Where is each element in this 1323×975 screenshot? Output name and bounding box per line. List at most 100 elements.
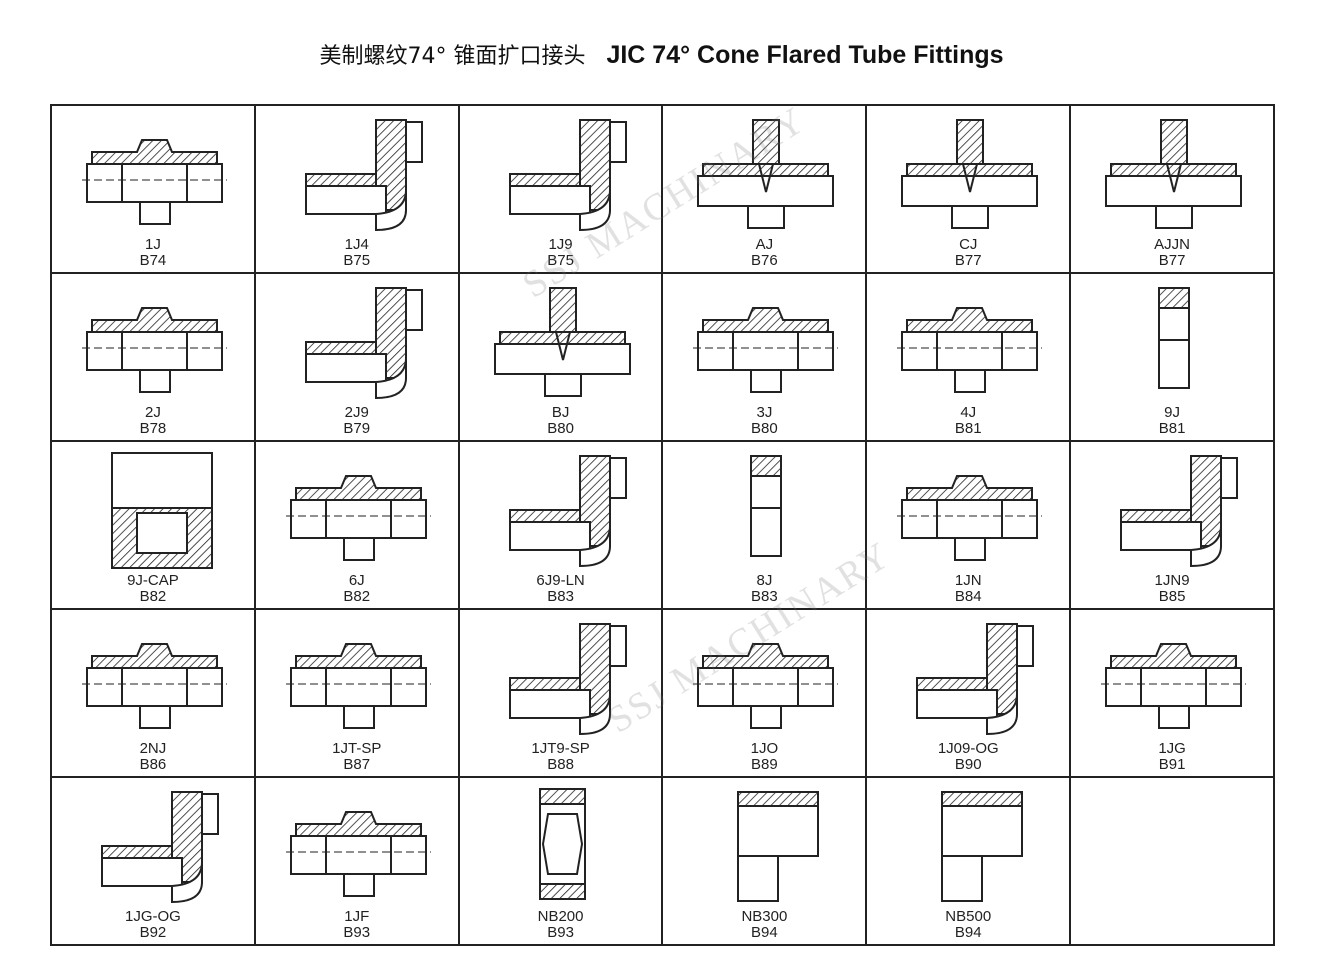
- fitting-code: AJJN: [1154, 236, 1190, 253]
- nut-icon: [538, 788, 586, 900]
- fitting-code: 9J: [1164, 404, 1180, 421]
- fitting-page: B83: [751, 588, 778, 605]
- fitting-code: NB300: [741, 908, 788, 925]
- fitting-code: 2NJ: [139, 740, 167, 757]
- fitting-page: B90: [954, 756, 982, 773]
- fitting-code: 6J9-LN: [536, 572, 585, 589]
- fitting-page: B80: [751, 420, 778, 437]
- fitting-page: B93: [547, 924, 574, 941]
- fitting-page: B74: [139, 252, 167, 269]
- fitting-page: B92: [139, 924, 167, 941]
- straight-union-icon: [285, 811, 431, 897]
- fitting-page: B77: [1158, 252, 1186, 269]
- elbow-90-icon: [508, 623, 627, 736]
- fitting-code: 2J9: [344, 404, 369, 421]
- fitting-page: B77: [954, 252, 982, 269]
- fitting-page: B82: [343, 588, 371, 605]
- fitting-page: B82: [139, 588, 167, 605]
- long-straight-icon: [285, 475, 431, 561]
- bulkhead-icon: [897, 307, 1043, 393]
- fitting-code: CJ: [959, 236, 978, 253]
- fitting-page: B84: [954, 588, 982, 605]
- elbow-90-icon: [1120, 455, 1239, 568]
- fitting-page: B94: [954, 924, 982, 941]
- fitting-code: BJ: [551, 404, 570, 421]
- fitting-page: B76: [751, 252, 778, 269]
- fitting-page: B78: [139, 420, 167, 437]
- straight-union-icon: [285, 643, 431, 729]
- double-swivel-icon: [693, 307, 839, 393]
- fitting-code: 1JG-OG: [124, 908, 181, 925]
- fitting-code: 1JF: [344, 908, 370, 925]
- tee-icon: [697, 119, 835, 229]
- sleeve-flat-icon: [941, 791, 1024, 902]
- elbow-90-oring-icon: [916, 623, 1035, 736]
- fitting-code: 8J: [756, 572, 773, 589]
- fitting-cell: [1071, 778, 1275, 946]
- fitting-page: B87: [343, 756, 371, 773]
- fitting-code: 1JT-SP: [332, 740, 382, 757]
- fitting-code: 1JN9: [1154, 572, 1190, 589]
- fitting-page: B83: [547, 588, 574, 605]
- title-chinese: 美制螺纹74° 锥面扩口接头: [319, 44, 586, 69]
- tee-icon: [1105, 119, 1243, 229]
- fitting-page: B85: [1158, 588, 1186, 605]
- fitting-code: 9J-CAP: [127, 572, 179, 589]
- straight-swivel-icon: [82, 307, 227, 393]
- elbow-45-icon: [304, 119, 423, 232]
- elbow-90-icon: [508, 119, 627, 232]
- fitting-page: B79: [343, 420, 371, 437]
- fitting-code: 1J4: [344, 236, 369, 253]
- tee-swivel-branch-icon: [493, 287, 631, 397]
- fitting-code: 2J: [144, 404, 161, 421]
- straight-oring-icon: [693, 643, 839, 729]
- fitting-code: AJ: [755, 236, 774, 253]
- straight-bsp-icon: [1101, 643, 1247, 729]
- fitting-code: NB200: [537, 908, 584, 925]
- long-elbow-icon: [508, 455, 627, 568]
- elbow-90-swivel-icon: [304, 287, 423, 400]
- page-title: 美制螺纹74° 锥面扩口接头 JIC 74° Cone Flared Tube …: [0, 38, 1323, 70]
- fitting-page: B75: [343, 252, 371, 269]
- fitting-code: 1JO: [750, 740, 779, 757]
- fitting-page: B89: [751, 756, 778, 773]
